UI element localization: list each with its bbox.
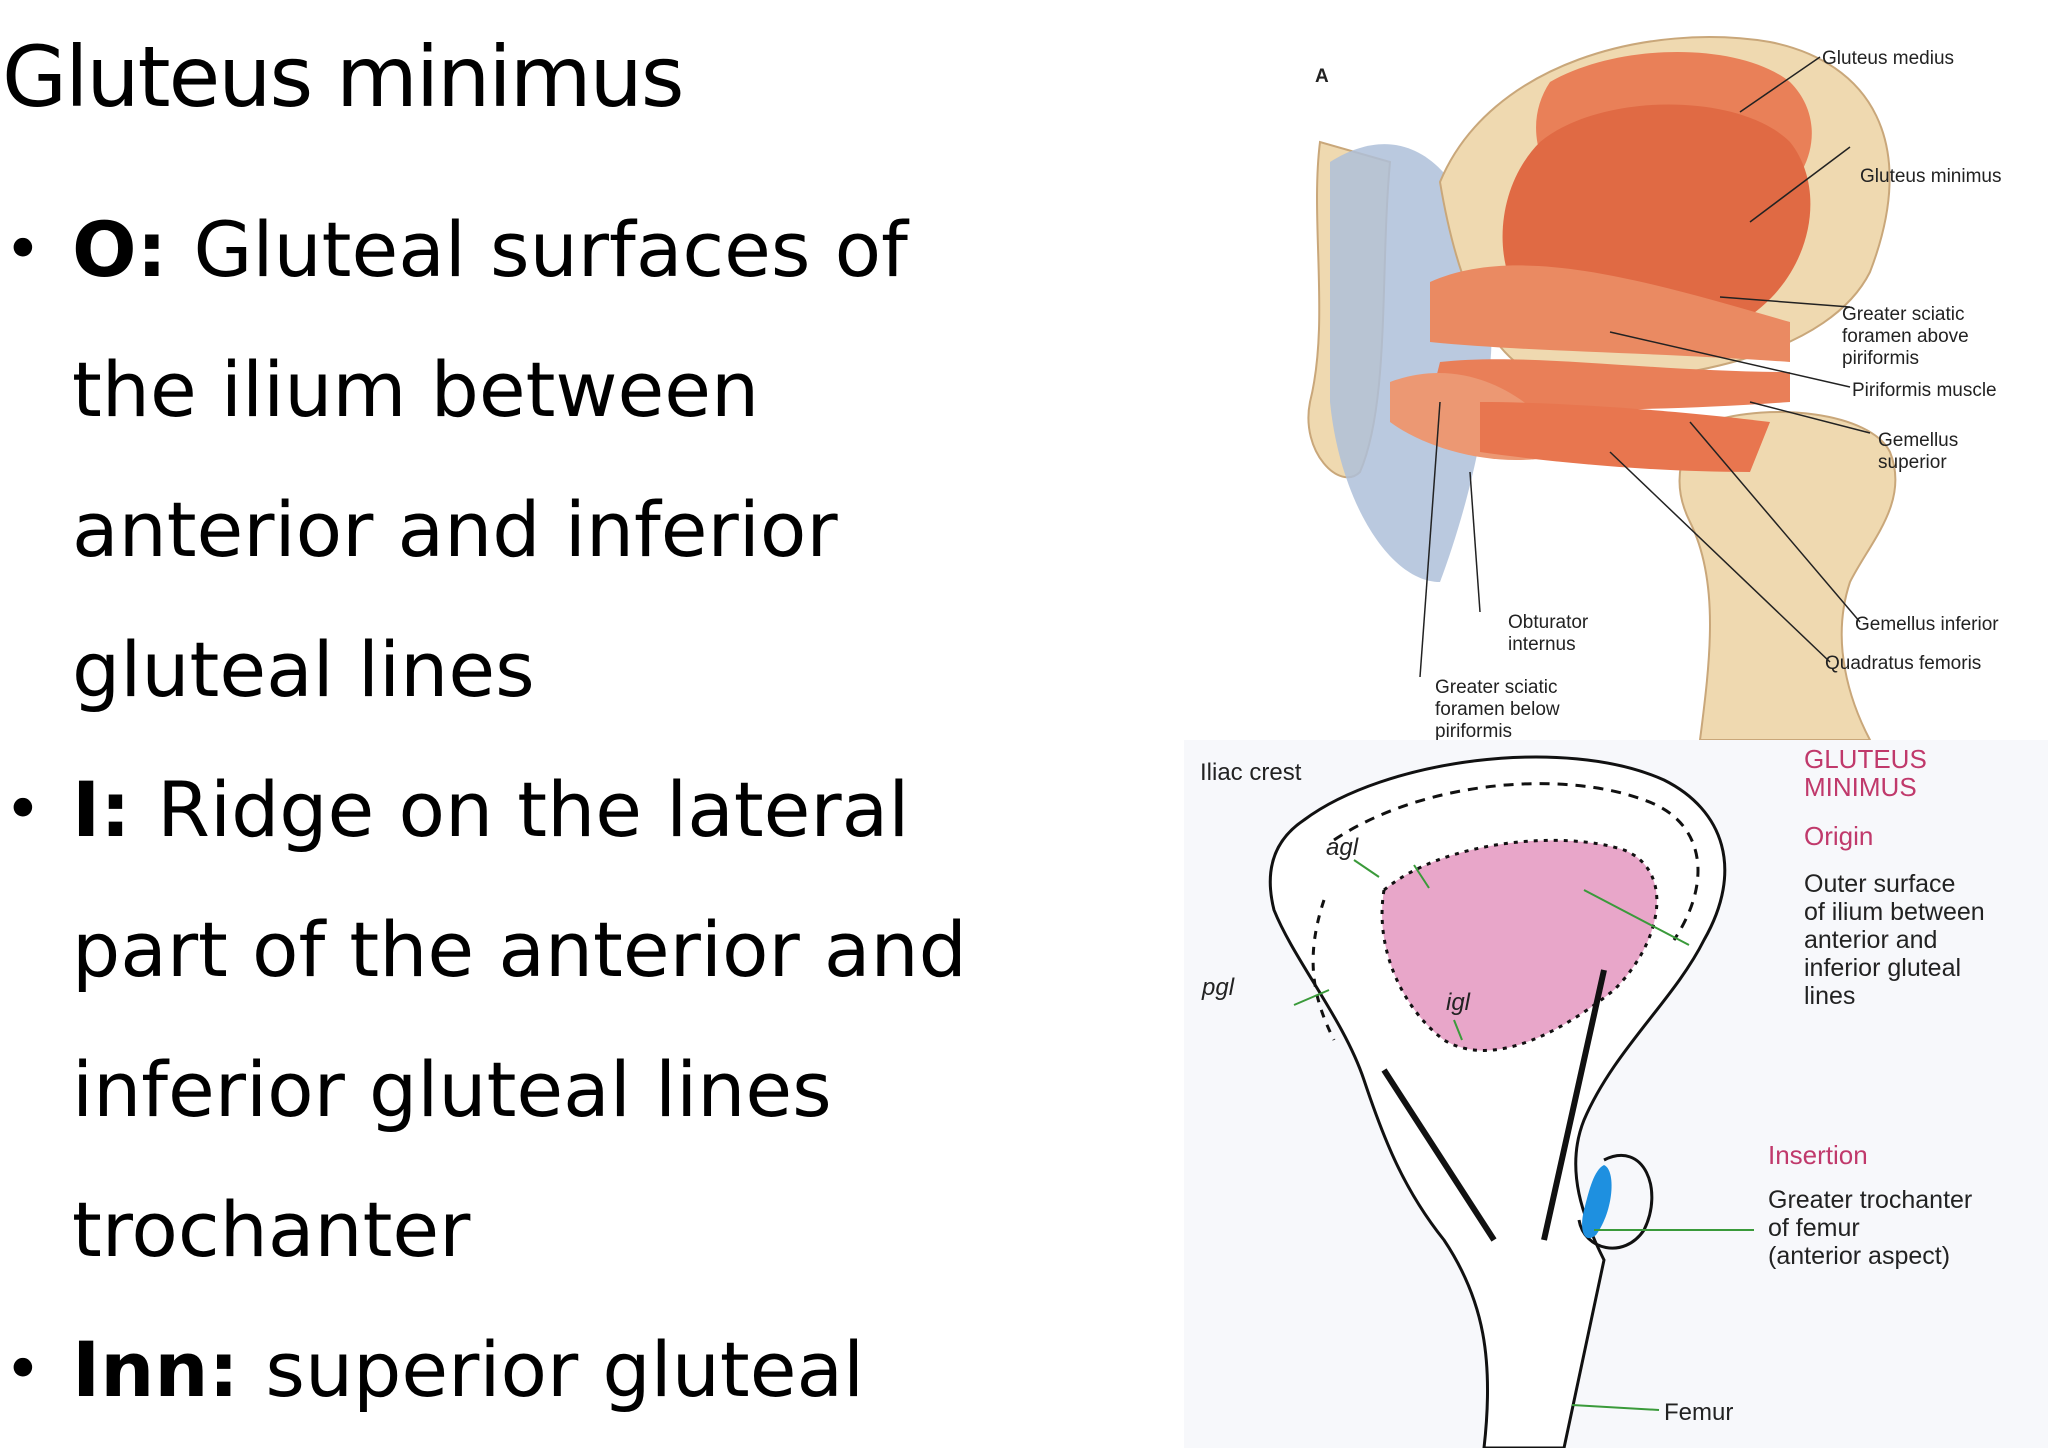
insertion-area [1582,1165,1612,1239]
sacrotuberous-ligament [1330,144,1492,583]
label-pgl: pgl [1201,974,1235,1001]
femur-line-right [1541,969,1607,1241]
bullet-line: trochanter [72,1185,471,1274]
label-obturator-internus-2: internus [1508,634,1576,655]
panel-letter: A [1315,66,1329,87]
bullet-line: inferior gluteal lines [72,1045,832,1134]
label-agl: agl [1326,834,1359,861]
diagram-leader-lines [1293,859,1754,1411]
label-gsf-above-3: piriformis [1842,348,1919,369]
insertion-text-2: of femur [1768,1214,1860,1242]
label-femur: Femur [1664,1399,1733,1426]
label-piriformis: Piriformis muscle [1852,380,1997,401]
diagram-heading-2: MINIMUS [1804,772,1917,802]
label-gsf-below-2: foramen below [1435,699,1560,720]
bullet-dot-icon: • [4,213,42,287]
bullet-dot-icon: • [4,1333,42,1407]
bullet-insertion: • I: Ridge on the lateral part of the an… [0,740,1000,1300]
quadratus-femoris-muscle [1480,402,1770,472]
bullet-line: anterior and inferior [72,485,838,574]
label-gluteus-medius: Gluteus medius [1822,48,1954,69]
bullet-line: gluteal lines [72,625,535,714]
label-gsf-below-1: Greater sciatic [1435,677,1557,698]
origin-text-1: Outer surface [1804,870,1955,898]
attachment-diagram-svg: Iliac crest agl pgl igl Femur GLUTEUS MI… [1184,740,2048,1450]
diagram-heading-1: GLUTEUS [1804,744,1927,774]
bullet-key: Inn: [72,1325,266,1414]
gluteal-muscles-svg: A Gluteus medius Gluteus minimus Greater… [1307,36,2002,742]
origin-text-4: inferior gluteal [1804,954,1961,982]
bullet-line: superior gluteal [265,1325,865,1414]
gluteal-muscles-illustration: A Gluteus medius Gluteus minimus Greater… [1270,22,2048,742]
origin-heading: Origin [1804,821,1873,851]
piriformis-muscle [1430,265,1790,362]
origin-text-2: of ilium between [1804,898,1985,926]
bullet-line: part of the anterior and [72,905,967,994]
bullet-list: • O: Gluteal surfaces of the ilium betwe… [0,180,1000,1440]
bullet-line: Ridge on the lateral [157,765,910,854]
insertion-text-3: (anterior aspect) [1768,1242,1950,1270]
insertion-text-1: Greater trochanter [1768,1186,1972,1214]
leader-lines [1419,56,1871,678]
femur-bone [1678,411,1897,741]
femur-line-left [1381,1068,1497,1242]
bullet-key: I: [72,765,158,854]
label-gsf-above-1: Greater sciatic [1842,304,1964,325]
label-gsf-above-2: foramen above [1842,326,1969,347]
label-quadratus-femoris: Quadratus femoris [1825,653,1981,674]
label-gemellus-inferior: Gemellus inferior [1855,614,1999,635]
gemelli-muscle [1430,359,1790,410]
insertion-heading: Insertion [1768,1140,1868,1170]
bullet-line: Gluteal surfaces of [193,205,908,294]
origin-text-5: lines [1804,982,1855,1010]
bullet-dot-icon: • [4,773,42,847]
label-iliac-crest: Iliac crest [1200,759,1302,786]
origin-text-3: anterior and [1804,926,1937,954]
slide-title: Gluteus minimus [2,28,685,126]
attachment-diagram: Iliac crest agl pgl igl Femur GLUTEUS MI… [1184,740,2048,1450]
label-gsf-below-3: piriformis [1435,721,1512,740]
iliac-crest-line [1333,782,1700,941]
label-gluteus-minimus: Gluteus minimus [1860,166,2002,187]
label-obturator-internus-1: Obturator [1508,612,1589,633]
bullet-line: the ilium between [72,345,760,434]
posterior-gluteal-line [1311,899,1336,1041]
label-gemellus-superior-2: superior [1878,452,1947,473]
bullet-origin: • O: Gluteal surfaces of the ilium betwe… [0,180,1000,740]
label-gemellus-superior-1: Gemellus [1878,430,1958,451]
bullet-key: O: [72,205,194,294]
bullet-innervation: • Inn: superior gluteal [0,1300,1000,1440]
label-igl: igl [1446,989,1471,1016]
